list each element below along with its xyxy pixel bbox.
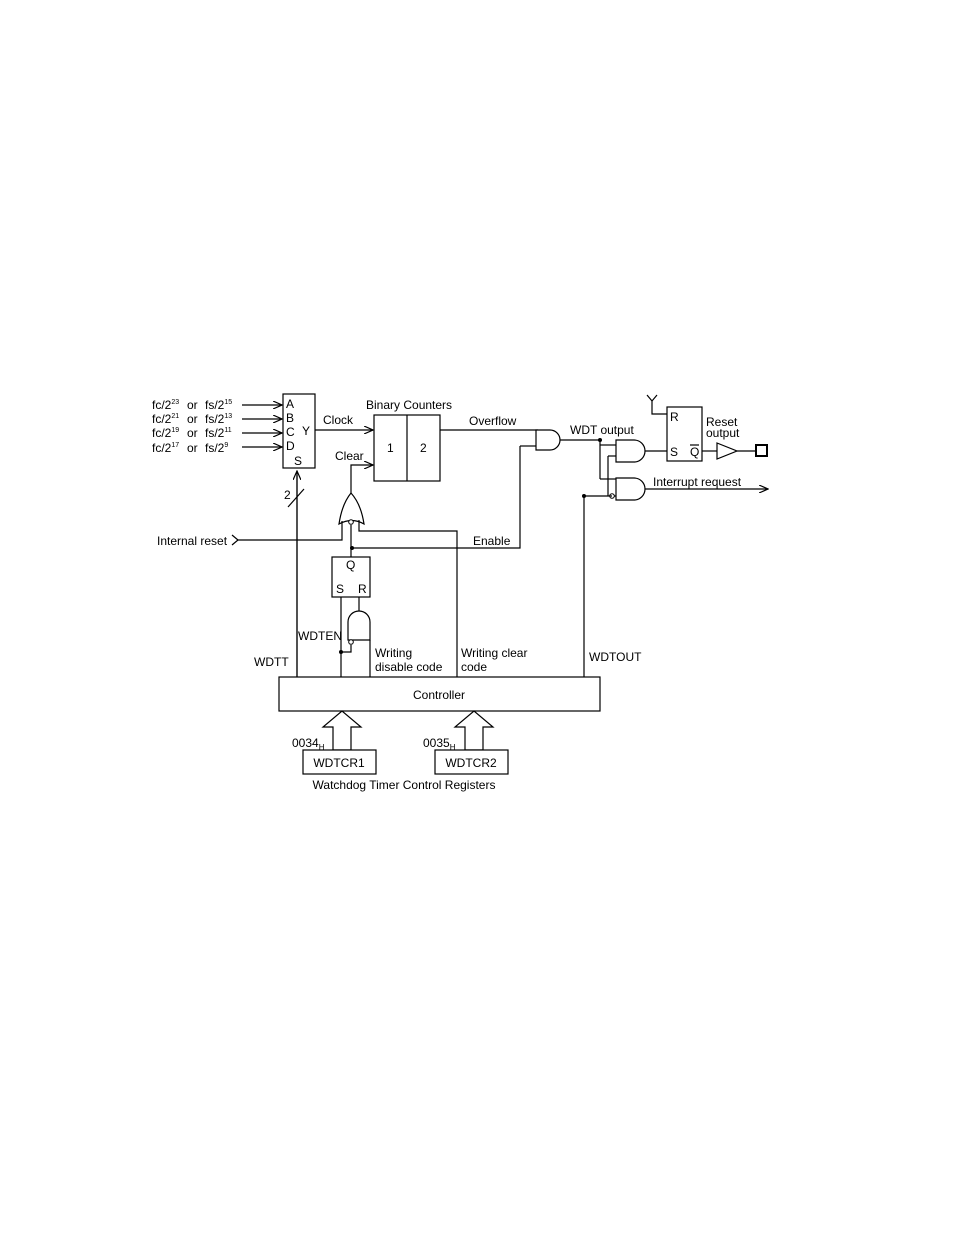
reset-output-pad: [755, 444, 768, 457]
reset-output-label-2: output: [706, 426, 740, 440]
controller-block: [278, 676, 601, 712]
latch-pin-s: S: [336, 582, 344, 596]
internal-reset-label: Internal reset: [157, 534, 228, 548]
writing-clear-wire: [358, 520, 458, 677]
reset-output-buffer: [716, 442, 739, 460]
reset-and-gate: [615, 439, 646, 463]
mux-pin-s: S: [294, 454, 302, 468]
wdtcr1-register: [302, 749, 377, 775]
writing-disable-label-1: Writing: [375, 646, 412, 660]
mux-pin-c: C: [286, 425, 295, 439]
reset-output-label-1: Reset: [706, 415, 738, 429]
wdten-latch: Q S R: [331, 556, 371, 598]
interrupt-request-label: Interrupt request: [653, 475, 742, 489]
binary-counters-title: Binary Counters: [366, 398, 452, 412]
writing-clear-label-1: Writing clear: [461, 646, 527, 660]
mux-pin-b: B: [286, 411, 294, 425]
bus-width-slash: [287, 488, 305, 508]
wdtcr2-address: 0035H: [423, 736, 456, 752]
clear-wire: [350, 465, 373, 493]
wdtt-label: WDTT: [254, 655, 289, 669]
multiplexer: A B C D Y S: [282, 393, 316, 469]
writing-disable-label-2: disable code: [375, 660, 443, 674]
clear-label: Clear: [335, 449, 364, 463]
ff-pin-qbar: Q: [690, 445, 699, 459]
ff-pin-r: R: [670, 410, 679, 424]
wdtcr1-arrow: [321, 710, 363, 751]
latch-pin-q: Q: [346, 558, 355, 572]
ff-r-pullup: [651, 401, 667, 415]
mux-pin-y: Y: [302, 424, 310, 438]
wdtcr2-register: [434, 749, 509, 775]
wdt-and-gate: [535, 429, 561, 451]
wdten-label: WDTEN: [298, 629, 342, 643]
enable-label: Enable: [473, 534, 511, 548]
counter-stage-2: 2: [420, 441, 427, 455]
clock-label: Clock: [323, 413, 354, 427]
disable-and-gate: [347, 610, 371, 641]
ff-pin-s: S: [670, 445, 678, 459]
overflow-label: Overflow: [469, 414, 517, 428]
binary-counters: Binary Counters 1 2: [366, 398, 452, 482]
registers-caption: Watchdog Timer Control Registers: [313, 778, 496, 792]
wdtcr2-label: WDTCR2: [445, 756, 497, 770]
wdtcr1-label: WDTCR1: [313, 756, 365, 770]
controller-label: Controller: [413, 688, 465, 702]
counter-stage-1: 1: [387, 441, 394, 455]
wdtout-label: WDTOUT: [589, 650, 642, 664]
wdtcr2-arrow: [453, 710, 495, 751]
wdtcr1-address: 0034H: [292, 736, 325, 752]
mux-input-arrows: [242, 405, 282, 447]
writing-clear-label-2: code: [461, 660, 487, 674]
interrupt-and-gate: [615, 477, 646, 501]
mux-pin-d: D: [286, 439, 295, 453]
wdt-output-label: WDT output: [570, 423, 634, 437]
latch-pin-r: R: [358, 582, 367, 596]
bus-width-label: 2: [284, 488, 291, 502]
mux-pin-a: A: [286, 397, 294, 411]
reset-flip-flop: R S Q: [666, 406, 703, 462]
